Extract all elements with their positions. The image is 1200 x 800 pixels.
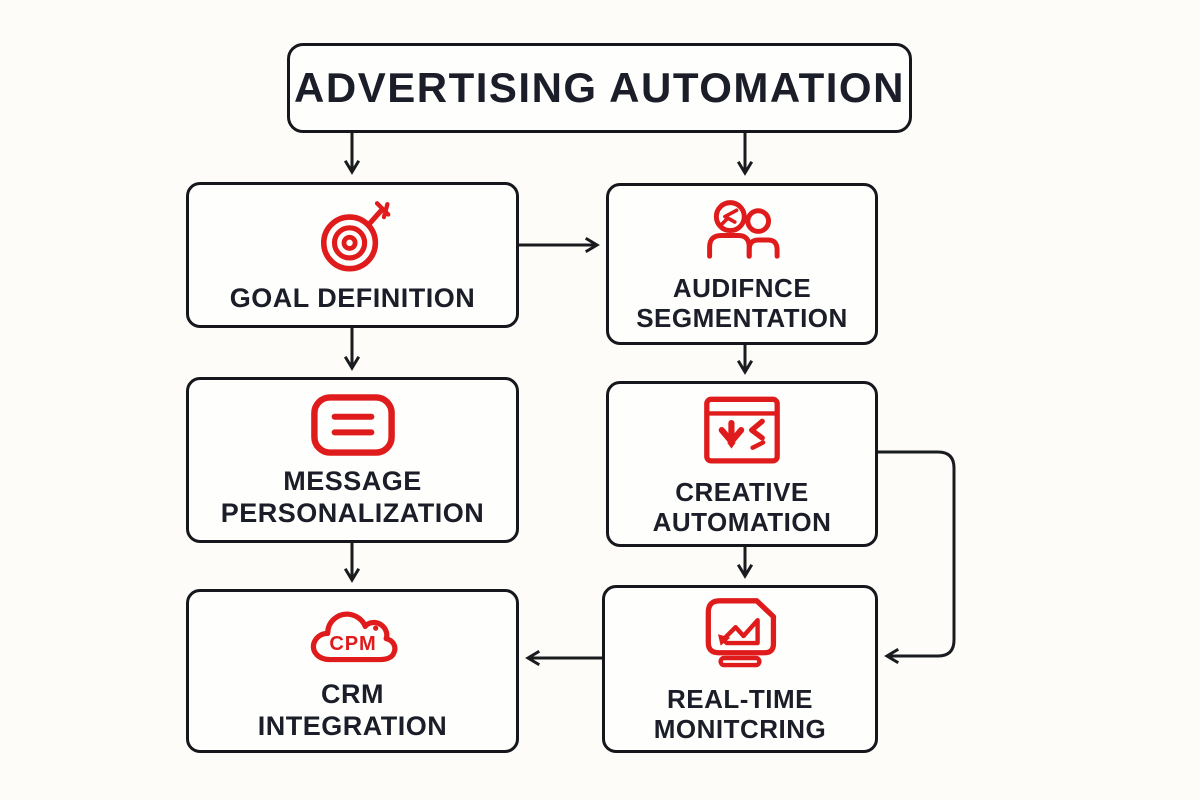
node-label: MESSAGE PERSONALIZATION <box>220 466 485 528</box>
node-goal-definition: GOAL DEFINITION <box>186 182 519 328</box>
title-box: ADVERTISING AUTOMATION <box>287 43 912 133</box>
people-icon <box>707 199 780 259</box>
cloud-icon: CPM <box>310 612 397 663</box>
node-label: CREATIVE AUTOMATION <box>652 476 832 537</box>
node-audience-segmentation: AUDIFNCE SEGMENTATION <box>606 183 878 345</box>
monitor-chart-icon <box>705 597 777 667</box>
target-icon <box>320 201 390 272</box>
node-label: AUDIFNCE SEGMENTATION <box>636 272 848 333</box>
node-label: CRM INTEGRATION <box>257 679 448 741</box>
node-label: GOAL DEFINITION <box>229 282 476 313</box>
cloud-icon-text: CPM <box>329 633 376 655</box>
connector-creative-realtime-loop <box>878 450 956 665</box>
page-title: ADVERTISING AUTOMATION <box>294 64 905 111</box>
node-crm-integration: CPM CRM INTEGRATION <box>186 589 519 753</box>
node-label: REAL-TIME MONITCRING <box>653 683 827 744</box>
node-realtime-monitoring: REAL-TIME MONITCRING <box>602 585 878 753</box>
browser-window-icon <box>704 396 780 464</box>
node-creative-automation: CREATIVE AUTOMATION <box>606 381 878 547</box>
node-message-personalization: MESSAGE PERSONALIZATION <box>186 377 519 543</box>
message-icon <box>310 394 395 457</box>
